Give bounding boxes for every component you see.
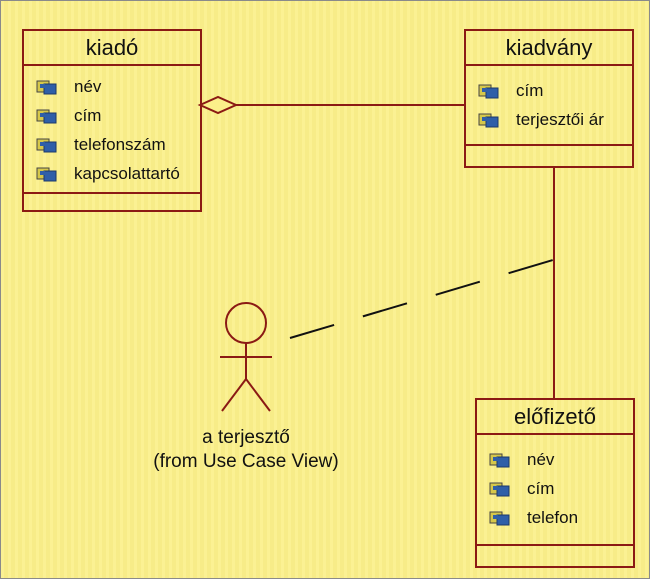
public-attribute-icon <box>36 167 57 181</box>
attribute-label: telefon <box>527 507 579 527</box>
public-attribute-icon <box>36 80 57 94</box>
class-kiado[interactable]: kiadó név cím telefonszám kapcsolattartó <box>22 29 202 212</box>
attribute-row[interactable]: telefonszám <box>24 130 200 159</box>
actor-origin: (from Use Case View) <box>153 451 339 472</box>
attribute-compartment: név cím telefon <box>477 435 633 546</box>
class-kiadvany[interactable]: kiadvány cím terjesztői ár <box>464 29 634 168</box>
public-attribute-icon <box>478 113 499 127</box>
class-title: előfizető <box>477 400 633 435</box>
attribute-row[interactable]: név <box>477 445 633 474</box>
attribute-row[interactable]: cím <box>466 76 632 105</box>
class-elofizeto[interactable]: előfizető név cím telefon <box>475 398 635 568</box>
public-attribute-icon <box>478 84 499 98</box>
actor-figure <box>220 302 272 412</box>
attribute-label: terjesztői ár <box>516 109 604 129</box>
attribute-row[interactable]: név <box>24 72 200 101</box>
attribute-label: telefonszám <box>74 134 166 154</box>
actor-dashed-link <box>289 259 554 339</box>
attribute-label: név <box>527 449 555 469</box>
actor-left-leg <box>221 378 247 412</box>
public-attribute-icon <box>489 453 510 467</box>
public-attribute-icon <box>36 109 57 123</box>
attribute-label: cím <box>516 80 544 100</box>
attribute-row[interactable]: cím <box>477 474 633 503</box>
attribute-row[interactable]: telefon <box>477 503 633 532</box>
class-title: kiadó <box>24 31 200 66</box>
attribute-label: cím <box>527 478 555 498</box>
actor-name: a terjesztő <box>202 427 290 448</box>
attribute-row[interactable]: cím <box>24 101 200 130</box>
public-attribute-icon <box>36 138 57 152</box>
public-attribute-icon <box>489 511 510 525</box>
attribute-compartment: cím terjesztői ár <box>466 66 632 146</box>
actor-head <box>225 302 267 344</box>
attribute-label: kapcsolattartó <box>74 163 180 183</box>
actor-right-leg <box>245 378 271 412</box>
aggregation-diamond <box>197 95 239 115</box>
class-title: kiadvány <box>466 31 632 66</box>
actor-caption: a terjesztő (from Use Case View) <box>111 426 381 474</box>
public-attribute-icon <box>489 482 510 496</box>
attribute-label: név <box>74 76 102 96</box>
attribute-label: cím <box>74 105 102 125</box>
attribute-row[interactable]: kapcsolattartó <box>24 159 200 188</box>
attribute-compartment: név cím telefonszám kapcsolattartó <box>24 66 200 194</box>
attribute-row[interactable]: terjesztői ár <box>466 105 632 134</box>
